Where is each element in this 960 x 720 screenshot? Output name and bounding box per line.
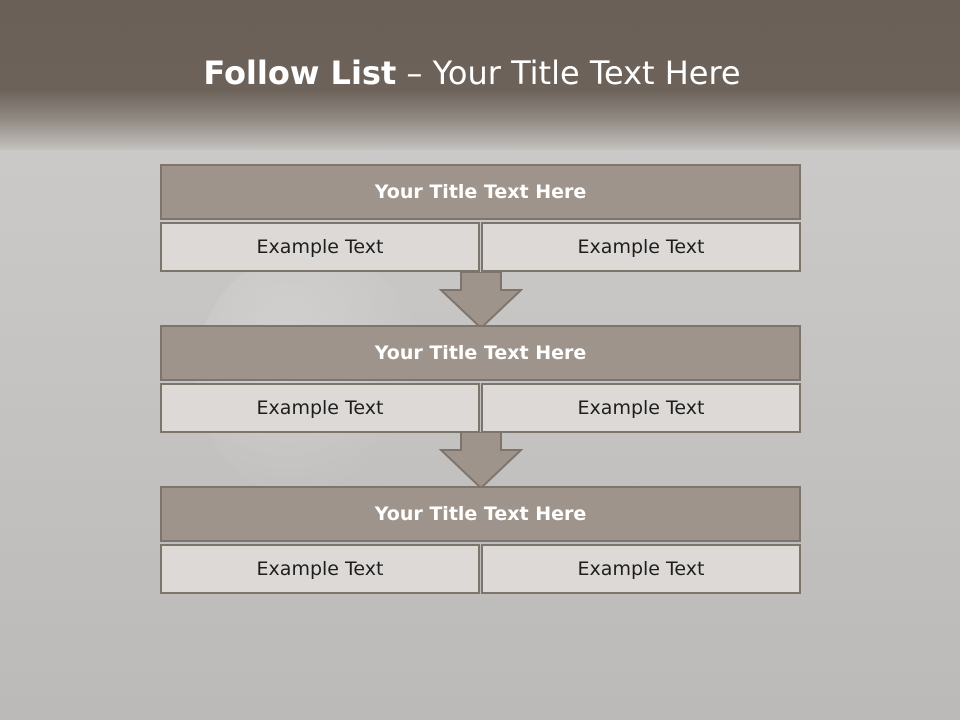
slide-title: Follow List – Your Title Text Here: [0, 54, 944, 92]
block-title: Your Title Text Here: [160, 486, 801, 542]
follow-block-2: Your Title Text Here Example Text Exampl…: [160, 325, 801, 433]
block-cell-left: Example Text: [160, 544, 480, 594]
follow-block-3: Your Title Text Here Example Text Exampl…: [160, 486, 801, 594]
block-cell-right: Example Text: [481, 544, 801, 594]
slide-title-rest: – Your Title Text Here: [396, 54, 741, 92]
block-row: Example Text Example Text: [160, 222, 801, 272]
block-row: Example Text Example Text: [160, 383, 801, 433]
block-cell-right: Example Text: [481, 383, 801, 433]
block-cell-left: Example Text: [160, 222, 480, 272]
block-row: Example Text Example Text: [160, 544, 801, 594]
block-title: Your Title Text Here: [160, 164, 801, 220]
arrow-down-icon: [439, 272, 523, 330]
follow-block-1: Your Title Text Here Example Text Exampl…: [160, 164, 801, 272]
arrow-down-icon: [439, 432, 523, 490]
slide-header: Follow List – Your Title Text Here: [0, 0, 960, 150]
block-cell-right: Example Text: [481, 222, 801, 272]
block-title: Your Title Text Here: [160, 325, 801, 381]
slide-title-strong: Follow List: [203, 54, 397, 92]
block-cell-left: Example Text: [160, 383, 480, 433]
